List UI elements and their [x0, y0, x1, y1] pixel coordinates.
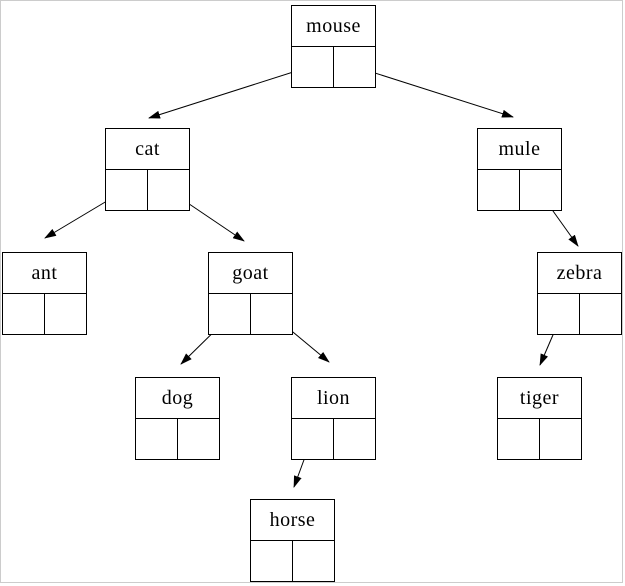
- edge-mouse-cat-arrow: [148, 65, 313, 119]
- node-mouse-right-pointer-cell: [334, 47, 375, 87]
- node-zebra: zebra: [537, 252, 622, 335]
- node-ant-right-pointer-cell: [45, 294, 86, 334]
- node-horse: horse: [250, 499, 335, 582]
- node-ant-left-pointer-cell: [3, 294, 45, 334]
- node-tiger-right-pointer-cell: [540, 419, 581, 459]
- node-lion: lion: [291, 377, 376, 460]
- node-mule-label: mule: [478, 129, 561, 170]
- node-cat-right-pointer-cell: [148, 170, 189, 210]
- node-mouse: mouse: [291, 5, 376, 88]
- node-lion-label: lion: [292, 378, 375, 419]
- node-horse-right-pointer-cell: [293, 541, 334, 581]
- node-tiger-left-pointer-cell: [498, 419, 540, 459]
- node-mule: mule: [477, 128, 562, 211]
- node-horse-label: horse: [251, 500, 334, 541]
- node-ant: ant: [2, 252, 87, 335]
- node-lion-left-pointer-cell: [292, 419, 334, 459]
- node-zebra-right-pointer-cell: [580, 294, 621, 334]
- node-lion-right-pointer-cell: [334, 419, 375, 459]
- node-cat-label: cat: [106, 129, 189, 170]
- node-mule-right-pointer-cell: [520, 170, 561, 210]
- node-dog: dog: [135, 377, 220, 460]
- node-zebra-label: zebra: [538, 253, 621, 294]
- node-mouse-label: mouse: [292, 6, 375, 47]
- node-dog-label: dog: [136, 378, 219, 419]
- node-horse-left-pointer-cell: [251, 541, 293, 581]
- node-goat-left-pointer-cell: [209, 294, 251, 334]
- node-cat-left-pointer-cell: [106, 170, 148, 210]
- node-dog-right-pointer-cell: [178, 419, 219, 459]
- node-tiger: tiger: [497, 377, 582, 460]
- node-goat: goat: [208, 252, 293, 335]
- node-mouse-left-pointer-cell: [292, 47, 334, 87]
- node-tiger-label: tiger: [498, 378, 581, 419]
- node-ant-label: ant: [3, 253, 86, 294]
- node-goat-label: goat: [209, 253, 292, 294]
- node-dog-left-pointer-cell: [136, 419, 178, 459]
- edge-mouse-mule-arrow: [352, 65, 514, 118]
- node-goat-right-pointer-cell: [251, 294, 292, 334]
- node-cat: cat: [105, 128, 190, 211]
- node-mule-left-pointer-cell: [478, 170, 520, 210]
- node-zebra-left-pointer-cell: [538, 294, 580, 334]
